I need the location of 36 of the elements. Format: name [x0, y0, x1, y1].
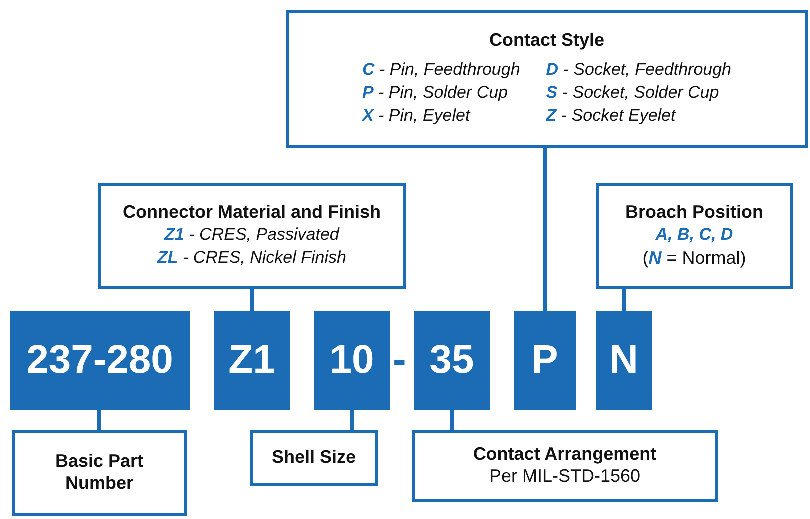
option-text: S - Socket, Solder Cup — [546, 82, 720, 104]
connector-line — [622, 289, 626, 311]
option-text: Z - Socket Eyelet — [546, 105, 678, 128]
box-heading: Contact Style — [489, 30, 605, 52]
option-text: Z1 - CRES, Passivated — [164, 224, 340, 246]
box-heading: Shell Size — [272, 447, 356, 469]
code-block: 35 — [414, 311, 490, 410]
code-block: P — [514, 311, 576, 410]
description-box — [250, 430, 378, 486]
box-heading: Basic Part Number — [54, 451, 145, 495]
note-text: (N = Normal) — [642, 246, 746, 270]
note-text: Per MIL-STD-1560 — [489, 465, 641, 488]
option-text: A, B, C, D — [656, 224, 734, 246]
code-block: Z1 — [214, 311, 290, 410]
code-block: 237-280 — [10, 311, 190, 410]
code-block: N — [596, 311, 652, 410]
box-heading: Contact Arrangement — [473, 444, 657, 466]
box-heading: Broach Position — [625, 202, 764, 224]
separator-dash: - — [393, 338, 406, 383]
description-box — [98, 183, 406, 289]
option-text: C - Pin, Feedthrough — [362, 59, 520, 82]
description-box — [12, 430, 187, 516]
option-text: D - Socket, Feedthrough — [546, 59, 732, 82]
connector-line — [98, 410, 102, 430]
option-text: X - Pin, Eyelet — [362, 105, 472, 128]
option-text: P - Pin, Solder Cup — [362, 82, 510, 104]
option-text: ZL - CRES, Nickel Finish — [158, 246, 346, 269]
connector-line — [250, 289, 254, 311]
connector-line — [543, 148, 547, 311]
connector-line — [450, 410, 454, 430]
description-box — [596, 183, 793, 289]
box-heading: Connector Material and Finish — [122, 202, 382, 224]
description-box — [286, 10, 808, 148]
connector-line — [350, 410, 354, 430]
code-block: 10 — [314, 311, 390, 410]
description-box — [412, 430, 718, 502]
